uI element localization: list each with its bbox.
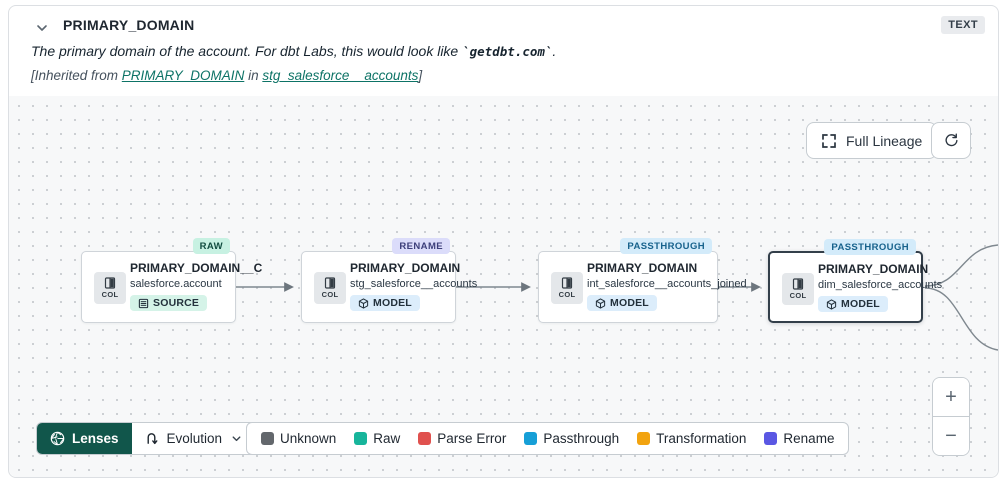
legend-swatch <box>764 432 778 445</box>
lenses-button[interactable]: Lenses <box>37 423 132 454</box>
resource-type-badge: SOURCE <box>130 295 208 311</box>
legend-swatch <box>524 432 538 445</box>
zoom-controls: + − <box>932 377 970 456</box>
lineage-edges <box>236 244 998 351</box>
resource-type-badge: MODEL <box>350 295 420 311</box>
legend-swatch <box>418 432 432 445</box>
column-description: The primary domain of the account. For d… <box>31 43 557 59</box>
lens-status-badge: RENAME <box>392 238 450 254</box>
lens-legend: Unknown Raw Parse Error Passthrough Tran… <box>246 422 850 455</box>
legend-swatch <box>354 432 368 445</box>
chevron-down-icon <box>232 436 241 442</box>
description-code: `getdbt.com` <box>462 44 553 59</box>
node-model-name: int_salesforce__accounts_joined <box>587 278 747 290</box>
collapse-chevron-icon[interactable] <box>33 19 51 37</box>
inherited-column-link[interactable]: PRIMARY_DOMAIN <box>121 68 245 83</box>
legend-item: Passthrough <box>524 431 619 446</box>
lens-status-badge: PASSTHROUGH <box>824 239 916 255</box>
node-model-name: dim_salesforce_accounts <box>818 279 943 291</box>
evolution-icon <box>147 433 157 445</box>
lineage-card: PRIMARY_DOMAIN TEXT The primary domain o… <box>8 5 999 478</box>
lineage-node-stg-salesforce-accounts[interactable]: RENAME COL PRIMARY_DOMAIN stg_salesforce… <box>301 238 477 323</box>
refresh-button[interactable] <box>931 122 971 159</box>
column-type-badge: TEXT <box>941 16 985 34</box>
resource-type-badge: MODEL <box>818 296 888 312</box>
source-icon <box>138 298 149 308</box>
column-chip: COL <box>314 272 346 304</box>
node-model-name: salesforce.account <box>130 278 222 290</box>
node-column-name: PRIMARY_DOMAIN <box>350 261 461 275</box>
inherited-from-note: [Inherited from PRIMARY_DOMAIN in stg_sa… <box>31 68 423 83</box>
column-chip: COL <box>782 273 814 305</box>
legend-item: Raw <box>354 431 400 446</box>
resource-type-badge: MODEL <box>587 295 657 311</box>
zoom-in-button[interactable]: + <box>933 378 969 416</box>
legend-item: Transformation <box>637 431 746 446</box>
lens-status-badge: PASSTHROUGH <box>620 238 712 254</box>
zoom-divider <box>933 416 969 417</box>
inherited-model-link[interactable]: stg_salesforce__accounts <box>262 68 419 83</box>
column-title: PRIMARY_DOMAIN <box>63 17 195 33</box>
column-icon <box>792 278 804 290</box>
column-chip: COL <box>94 272 126 304</box>
lens-status-badge: RAW <box>192 238 230 254</box>
full-lineage-button[interactable]: Full Lineage <box>806 122 938 159</box>
node-column-name: PRIMARY_DOMAIN__C <box>130 261 263 275</box>
legend-item: Rename <box>764 431 834 446</box>
column-icon <box>324 277 336 289</box>
model-cube-icon <box>358 297 369 309</box>
column-icon <box>104 277 116 289</box>
node-column-name: PRIMARY_DOMAIN <box>818 262 929 276</box>
legend-item: Parse Error <box>418 431 506 446</box>
model-cube-icon <box>595 297 606 309</box>
column-icon <box>561 277 573 289</box>
lenses-bar: Lenses Evolution <box>36 422 257 455</box>
lens-aperture-icon <box>50 431 65 446</box>
lineage-node-int-salesforce-accounts-joined[interactable]: PASSTHROUGH COL PRIMARY_DOMAIN int_sales… <box>538 238 747 323</box>
node-model-name: stg_salesforce__accounts <box>350 278 478 290</box>
legend-swatch <box>637 432 651 445</box>
refresh-icon <box>945 133 958 147</box>
model-cube-icon <box>826 298 837 310</box>
lens-selector[interactable]: Evolution <box>132 423 256 454</box>
lineage-canvas[interactable]: RAW COL PRIMARY_DOMAIN__C salesforce.acc… <box>9 96 998 477</box>
zoom-out-button[interactable]: − <box>933 417 969 455</box>
expand-icon <box>822 133 836 148</box>
legend-item: Unknown <box>261 431 336 446</box>
lineage-node-dim-salesforce-accounts[interactable]: PASSTHROUGH COL PRIMARY_DOMAIN dim_sales… <box>768 239 942 323</box>
legend-swatch <box>261 432 274 445</box>
column-chip: COL <box>551 272 583 304</box>
node-column-name: PRIMARY_DOMAIN <box>587 261 698 275</box>
lineage-node-salesforce-account[interactable]: RAW COL PRIMARY_DOMAIN__C salesforce.acc… <box>81 238 262 323</box>
